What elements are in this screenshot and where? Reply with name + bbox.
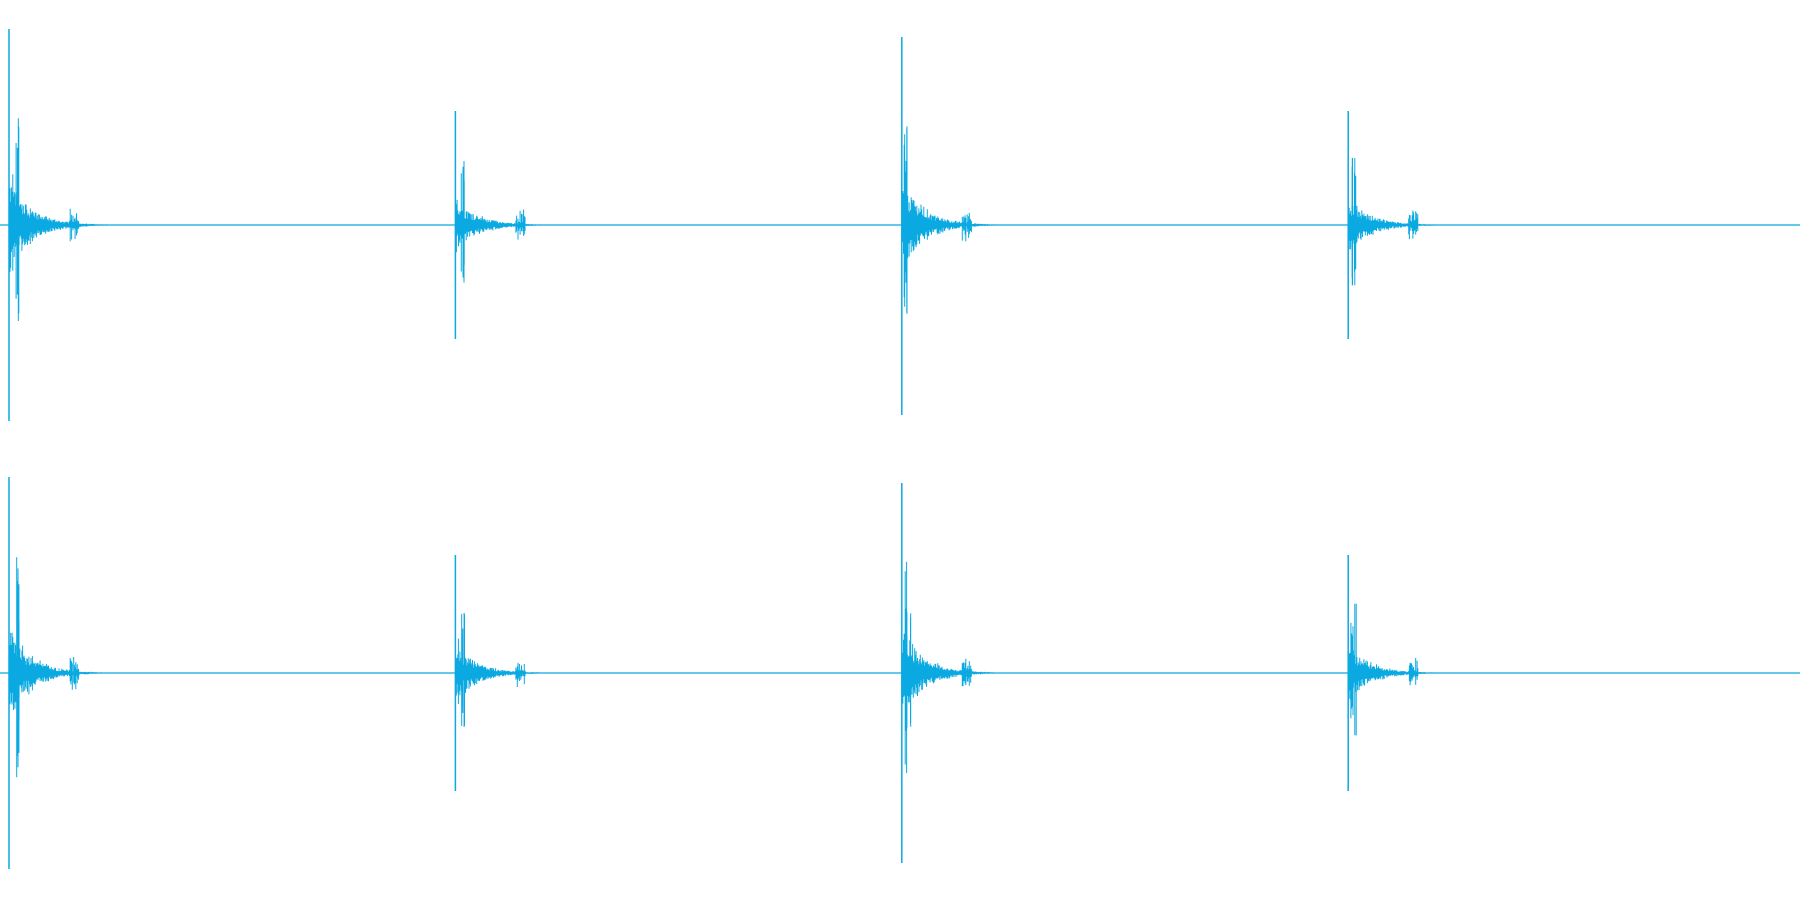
transient-decay <box>902 561 1022 773</box>
transient-decay <box>9 118 129 321</box>
transient-2 <box>454 111 576 339</box>
transient-decay <box>1348 157 1468 286</box>
transient-1 <box>8 29 129 421</box>
transient-decay <box>902 126 1022 314</box>
channel-1-waveform <box>0 29 1800 421</box>
transient-decay <box>9 557 129 778</box>
transient-3 <box>901 37 1022 415</box>
transient-decay <box>455 613 576 727</box>
transient-2 <box>454 555 576 791</box>
transient-4 <box>1347 111 1468 339</box>
transient-1 <box>8 477 129 869</box>
transient-decay <box>1348 603 1468 736</box>
transient-4 <box>1347 555 1468 791</box>
transient-3 <box>901 483 1022 863</box>
channel-2-waveform <box>0 477 1800 869</box>
transient-decay <box>455 161 576 283</box>
